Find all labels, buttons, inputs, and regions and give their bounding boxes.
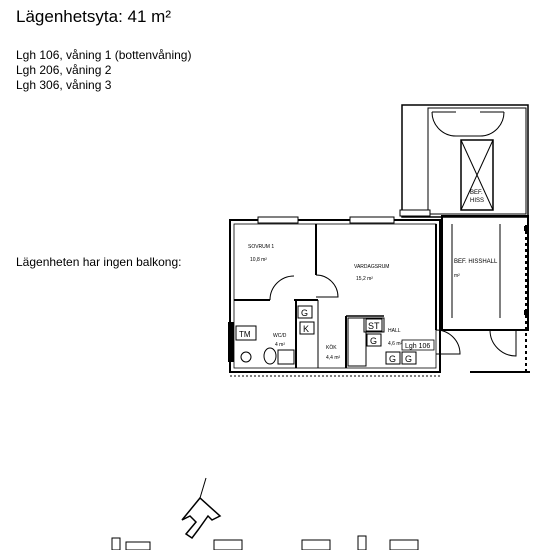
page-title: Lägenhetsyta: 41 m² [16, 7, 171, 26]
room-area-living: 15,2 m² [356, 276, 373, 282]
room-name-wc: WC/D [273, 333, 287, 339]
bottom-element [125, 541, 151, 550]
symbol-box [365, 318, 383, 332]
lift-hall-outline [441, 215, 529, 331]
unit-tag: Lgh 106 [405, 343, 430, 350]
room-name-living: VARDAGSRUM [354, 264, 389, 270]
room-area-kitchen: 4,4 m² [326, 355, 341, 361]
door-swing-right [479, 111, 505, 137]
room-name-lift-hall: BEF. HISSHALL [454, 259, 498, 265]
apartment-item: Lgh 106, våning 1 (bottenvåning) [16, 48, 192, 62]
door-swing-lift-hall [489, 329, 517, 357]
symbol-box [401, 351, 417, 365]
door-swing-bedroom [315, 274, 339, 298]
bottom-element [301, 539, 331, 550]
room-name-kitchen: KÖK [326, 344, 337, 351]
apartment-list: Lgh 106, våning 1 (bottenvåning) Lgh 206… [16, 48, 191, 93]
symbol-box [366, 333, 382, 347]
kitchen-counter [347, 317, 367, 367]
room-name-hall: HALL [388, 328, 401, 334]
room-name-lift: HISS [470, 198, 484, 204]
left-window [228, 322, 234, 362]
sink [240, 351, 252, 363]
room-name-lift: BEF. [470, 190, 483, 196]
hall-storage [363, 317, 385, 333]
unit-tag-box [401, 339, 435, 351]
symbol-box [297, 305, 313, 319]
bottom-element [111, 537, 121, 550]
apartment-item: Lgh 306, våning 3 [16, 78, 112, 92]
window [349, 216, 395, 224]
room-area-lift-hall: m² [454, 273, 460, 279]
door-swing-entry [435, 329, 461, 355]
symbol-k: K [303, 324, 309, 334]
room-name-bedroom: SOVRUM 1 [248, 244, 274, 250]
symbol-g: G [370, 336, 377, 346]
bottom-element [213, 539, 243, 550]
bottom-element [357, 535, 367, 550]
toilet [263, 347, 277, 365]
window [257, 216, 299, 224]
apartment-outline [229, 219, 441, 373]
symbol-g: G [389, 354, 396, 364]
window [399, 209, 431, 217]
symbol-box [299, 321, 315, 335]
balcony-note: Lägenheten har ingen balkong: [16, 255, 182, 269]
apartment-item: Lgh 206, våning 2 [16, 63, 112, 77]
door-swing-left [431, 111, 457, 137]
north-arrow-icon [181, 477, 222, 540]
symbol-g: G [301, 308, 308, 318]
door-swing-wc [269, 275, 295, 301]
shower-tray [277, 349, 295, 365]
symbol-tm: TM [239, 330, 251, 339]
symbol-box [385, 351, 401, 365]
washing-machine-box [235, 325, 257, 341]
lift-shaft [460, 139, 494, 211]
bottom-element [389, 539, 419, 550]
symbol-g: G [405, 354, 412, 364]
room-area-bedroom: 10,8 m² [250, 257, 267, 263]
room-area-wc: 4 m² [275, 342, 285, 348]
room-area-hall: 4,6 m² [388, 341, 403, 347]
symbol-st: ST [368, 321, 380, 331]
